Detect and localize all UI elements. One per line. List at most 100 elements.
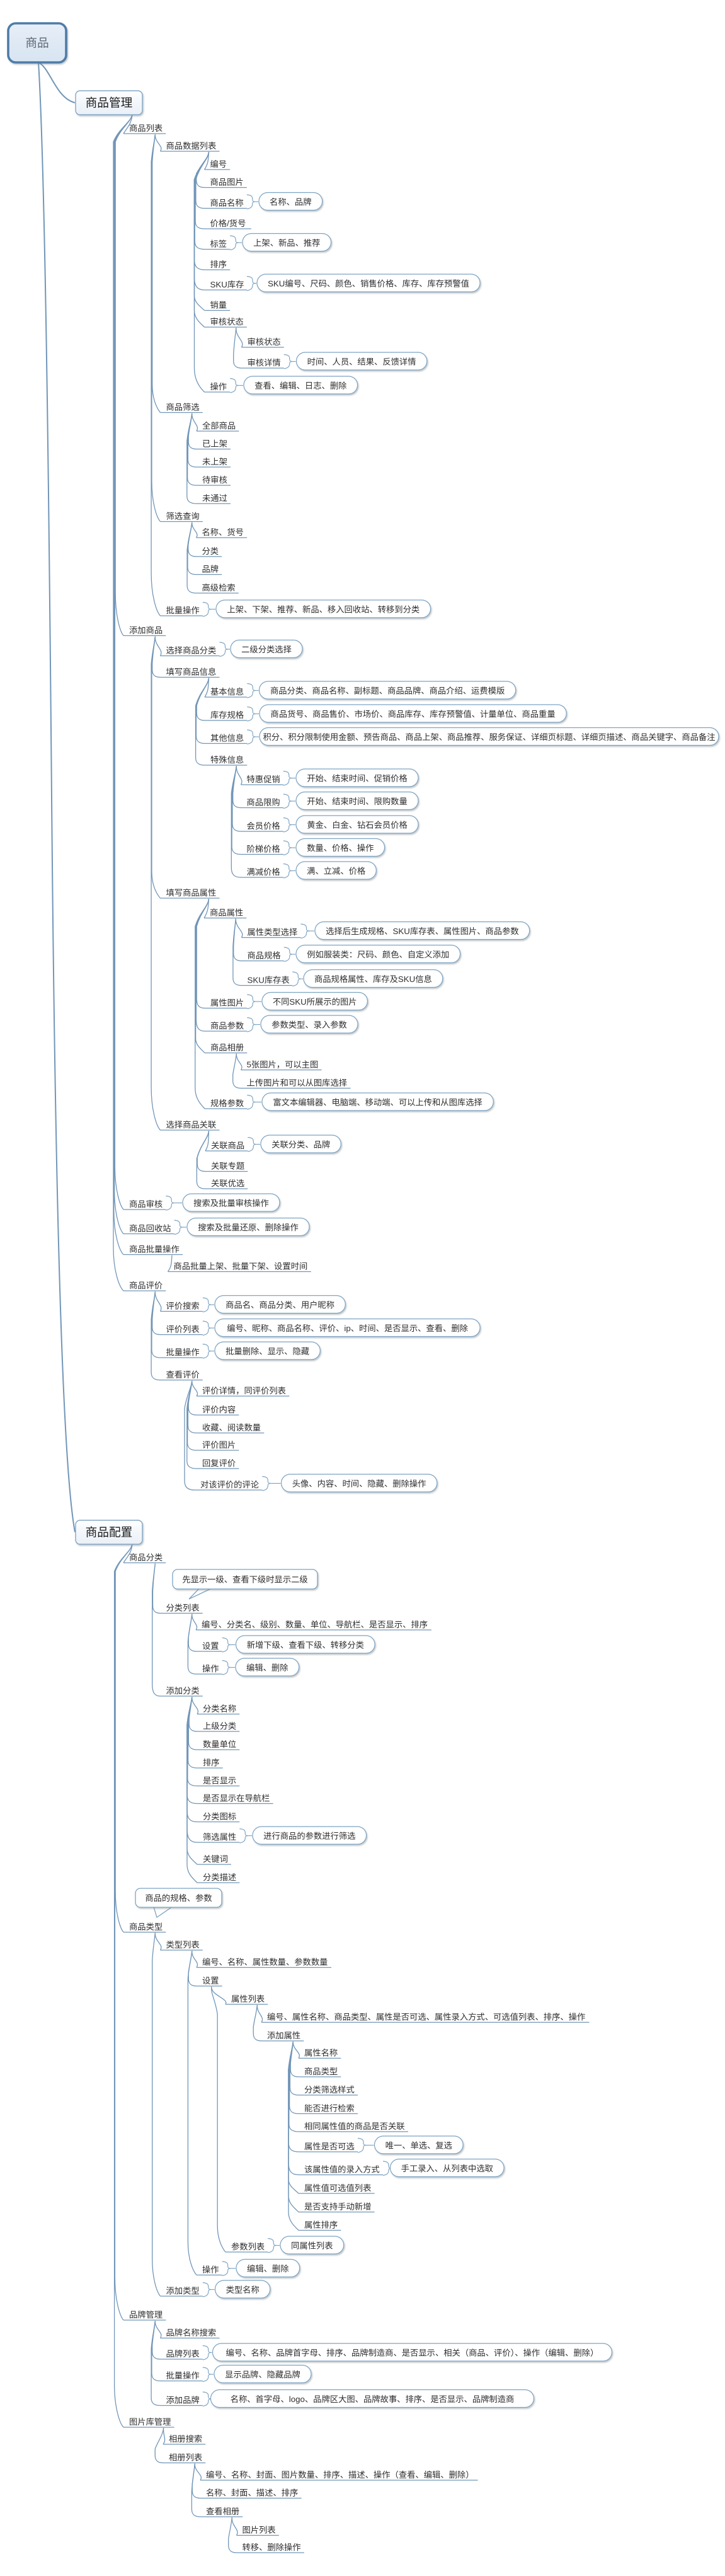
svg-text:不同SKU所展示的图片: 不同SKU所展示的图片: [273, 997, 357, 1007]
svg-text:商品批量操作: 商品批量操作: [129, 1245, 180, 1254]
svg-text:商品类型: 商品类型: [129, 1922, 163, 1932]
svg-text:对该评价的评论: 对该评价的评论: [200, 1480, 259, 1489]
svg-text:全部商品: 全部商品: [202, 420, 236, 430]
svg-text:批量操作: 批量操作: [166, 606, 200, 615]
svg-text:评价内容: 评价内容: [202, 1404, 236, 1414]
svg-text:SKU库存: SKU库存: [210, 280, 244, 289]
svg-text:关联优选: 关联优选: [211, 1179, 244, 1188]
svg-text:名称、货号: 名称、货号: [202, 527, 244, 537]
svg-text:分类描述: 分类描述: [203, 1873, 236, 1882]
svg-text:填写商品信息: 填写商品信息: [166, 667, 217, 677]
svg-text:分类列表: 分类列表: [166, 1603, 200, 1613]
svg-text:高级检索: 高级检索: [202, 582, 236, 592]
svg-text:编号、名称、封面、图片数量、排序、描述、操作（查看、编辑、删: 编号、名称、封面、图片数量、排序、描述、操作（查看、编辑、删除）: [206, 2470, 474, 2480]
svg-text:阶梯价格: 阶梯价格: [247, 845, 280, 854]
svg-text:参数类型、录入参数: 参数类型、录入参数: [271, 1019, 347, 1029]
svg-text:上架、新品、推荐: 上架、新品、推荐: [253, 238, 320, 248]
svg-text:上传图片和可以从图库选择: 上传图片和可以从图库选择: [247, 1078, 348, 1088]
svg-text:分类: 分类: [202, 546, 219, 556]
svg-text:批量操作: 批量操作: [166, 1348, 200, 1357]
svg-text:查看评价: 查看评价: [166, 1370, 200, 1380]
svg-text:黄金、白金、钻石会员价格: 黄金、白金、钻石会员价格: [307, 820, 408, 829]
svg-text:满减价格: 满减价格: [247, 867, 280, 877]
svg-text:编号、名称、属性数量、参数数量: 编号、名称、属性数量、参数数量: [202, 1957, 328, 1967]
svg-text:编号、属性名称、商品类型、属性是否可选、属性录入方式、可选值: 编号、属性名称、商品类型、属性是否可选、属性录入方式、可选值列表、排序、操作: [267, 2013, 585, 2022]
svg-text:选择商品关联: 选择商品关联: [166, 1120, 217, 1129]
svg-text:满、立减、价格: 满、立减、价格: [307, 866, 365, 875]
svg-text:其他信息: 其他信息: [210, 733, 244, 743]
svg-text:编号、昵称、商品名称、评价、ip、时间、是否显示、查看、删除: 编号、昵称、商品名称、评价、ip、时间、是否显示、查看、删除: [227, 1324, 468, 1333]
svg-text:商品规格: 商品规格: [248, 951, 281, 961]
svg-text:商品名、商品分类、用户昵称: 商品名、商品分类、用户昵称: [225, 1300, 334, 1310]
svg-text:属性类型选择: 属性类型选择: [248, 928, 298, 937]
svg-text:SKU库存表: SKU库存表: [248, 976, 290, 985]
svg-text:图片列表: 图片列表: [243, 2526, 276, 2535]
svg-text:待审核: 待审核: [202, 475, 227, 485]
svg-text:转移、删除操作: 转移、删除操作: [243, 2543, 301, 2552]
svg-text:商品相册: 商品相册: [210, 1043, 244, 1053]
svg-text:商品图片: 商品图片: [210, 178, 244, 187]
svg-text:销量: 销量: [210, 301, 227, 310]
svg-text:编号、名称、品牌首字母、排序、品牌制造商、是否显示、相关（商: 编号、名称、品牌首字母、排序、品牌制造商、是否显示、相关（商品、评价）、操作（编…: [226, 2347, 599, 2357]
svg-text:品牌管理: 品牌管理: [129, 2309, 163, 2319]
svg-text:相册列表: 相册列表: [169, 2453, 202, 2463]
svg-text:回复评价: 回复评价: [202, 1458, 236, 1468]
svg-text:审核状态: 审核状态: [248, 337, 281, 347]
svg-text:属性值可选值列表: 属性值可选值列表: [304, 2183, 371, 2193]
svg-text:属性图片: 属性图片: [210, 998, 244, 1008]
svg-text:能否进行检索: 能否进行检索: [304, 2104, 355, 2113]
svg-text:规格参数: 规格参数: [210, 1098, 244, 1108]
svg-text:批量操作: 批量操作: [166, 2371, 200, 2381]
svg-text:进行商品的参数进行筛选: 进行商品的参数进行筛选: [263, 1830, 355, 1840]
svg-text:手工录入、从列表中选取: 手工录入、从列表中选取: [401, 2164, 493, 2173]
svg-text:商品分类: 商品分类: [129, 1553, 163, 1562]
svg-text:关联商品: 关联商品: [211, 1141, 244, 1150]
svg-text:商品货号、商品售价、市场价、商品库存、库存预警值、计量单位、: 商品货号、商品售价、市场价、商品库存、库存预警值、计量单位、商品重量: [271, 708, 556, 719]
svg-text:新增下级、查看下级、转移分类: 新增下级、查看下级、转移分类: [247, 1640, 364, 1649]
svg-text:编辑、删除: 编辑、删除: [247, 2264, 288, 2273]
svg-text:商品审核: 商品审核: [129, 1199, 163, 1209]
svg-text:属性名称: 属性名称: [304, 2048, 338, 2058]
svg-text:设置: 设置: [202, 1976, 219, 1985]
svg-text:分类名称: 分类名称: [203, 1704, 236, 1714]
svg-text:商品分类、商品名称、副标题、商品品牌、商品介绍、运费模版: 商品分类、商品名称、副标题、商品品牌、商品介绍、运费模版: [270, 685, 505, 695]
svg-text:上架、下架、推荐、新品、移入回收站、转移到分类: 上架、下架、推荐、新品、移入回收站、转移到分类: [227, 604, 420, 614]
svg-text:价格/货号: 价格/货号: [210, 218, 246, 228]
svg-text:该属性值的录入方式: 该属性值的录入方式: [304, 2165, 380, 2175]
svg-text:例如服装类：尺码、颜色、自定义添加: 例如服装类：尺码、颜色、自定义添加: [307, 949, 449, 959]
svg-text:富文本编辑器、电脑端、移动端、可以上传和从图库选择: 富文本编辑器、电脑端、移动端、可以上传和从图库选择: [273, 1097, 482, 1107]
svg-text:标签: 标签: [210, 239, 227, 249]
svg-text:参数列表: 参数列表: [231, 2241, 265, 2251]
svg-text:评价搜索: 评价搜索: [166, 1302, 200, 1311]
svg-text:先显示一级、查看下级时显示二级: 先显示一级、查看下级时显示二级: [182, 1574, 307, 1584]
svg-text:数量单位: 数量单位: [203, 1740, 236, 1749]
svg-text:关键词: 关键词: [203, 1854, 228, 1864]
svg-text:品牌名称搜索: 品牌名称搜索: [166, 2328, 217, 2338]
svg-text:名称、品牌: 名称、品牌: [270, 197, 311, 207]
svg-text:设置: 设置: [202, 1641, 219, 1651]
svg-text:商品名称: 商品名称: [210, 199, 244, 208]
svg-text:评价列表: 评价列表: [166, 1325, 200, 1334]
svg-text:选择后生成规格、SKU库存表、属性图片、商品参数: 选择后生成规格、SKU库存表、属性图片、商品参数: [326, 926, 519, 936]
svg-text:显示品牌、隐藏品牌: 显示品牌、隐藏品牌: [225, 2369, 300, 2379]
svg-text:品牌列表: 品牌列表: [166, 2348, 200, 2359]
svg-text:商品参数: 商品参数: [210, 1020, 244, 1031]
svg-text:库存规格: 库存规格: [210, 710, 244, 720]
svg-text:特惠促销: 特惠促销: [247, 775, 280, 784]
svg-text:编辑、删除: 编辑、删除: [246, 1663, 288, 1672]
svg-text:筛选属性: 筛选属性: [203, 1832, 236, 1842]
svg-text:头像、内容、时间、隐藏、删除操作: 头像、内容、时间、隐藏、删除操作: [292, 1478, 426, 1488]
svg-text:属性排序: 属性排序: [304, 2221, 338, 2230]
svg-text:数量、价格、操作: 数量、价格、操作: [307, 843, 374, 853]
svg-text:操作: 操作: [202, 2265, 219, 2275]
svg-text:添加分类: 添加分类: [166, 1686, 200, 1695]
svg-text:特殊信息: 特殊信息: [210, 754, 244, 765]
svg-text:商品筛选: 商品筛选: [166, 403, 200, 412]
svg-text:商品规格属性、库存及SKU信息: 商品规格属性、库存及SKU信息: [314, 974, 432, 984]
svg-text:相册搜索: 相册搜索: [169, 2434, 202, 2444]
svg-text:未通过: 未通过: [202, 494, 227, 503]
svg-text:筛选查询: 筛选查询: [166, 512, 200, 521]
svg-text:商品的规格、参数: 商品的规格、参数: [145, 1893, 212, 1903]
svg-text:是否显示: 是否显示: [203, 1776, 236, 1786]
svg-text:时间、人员、结果、反馈详情: 时间、人员、结果、反馈详情: [307, 357, 416, 366]
